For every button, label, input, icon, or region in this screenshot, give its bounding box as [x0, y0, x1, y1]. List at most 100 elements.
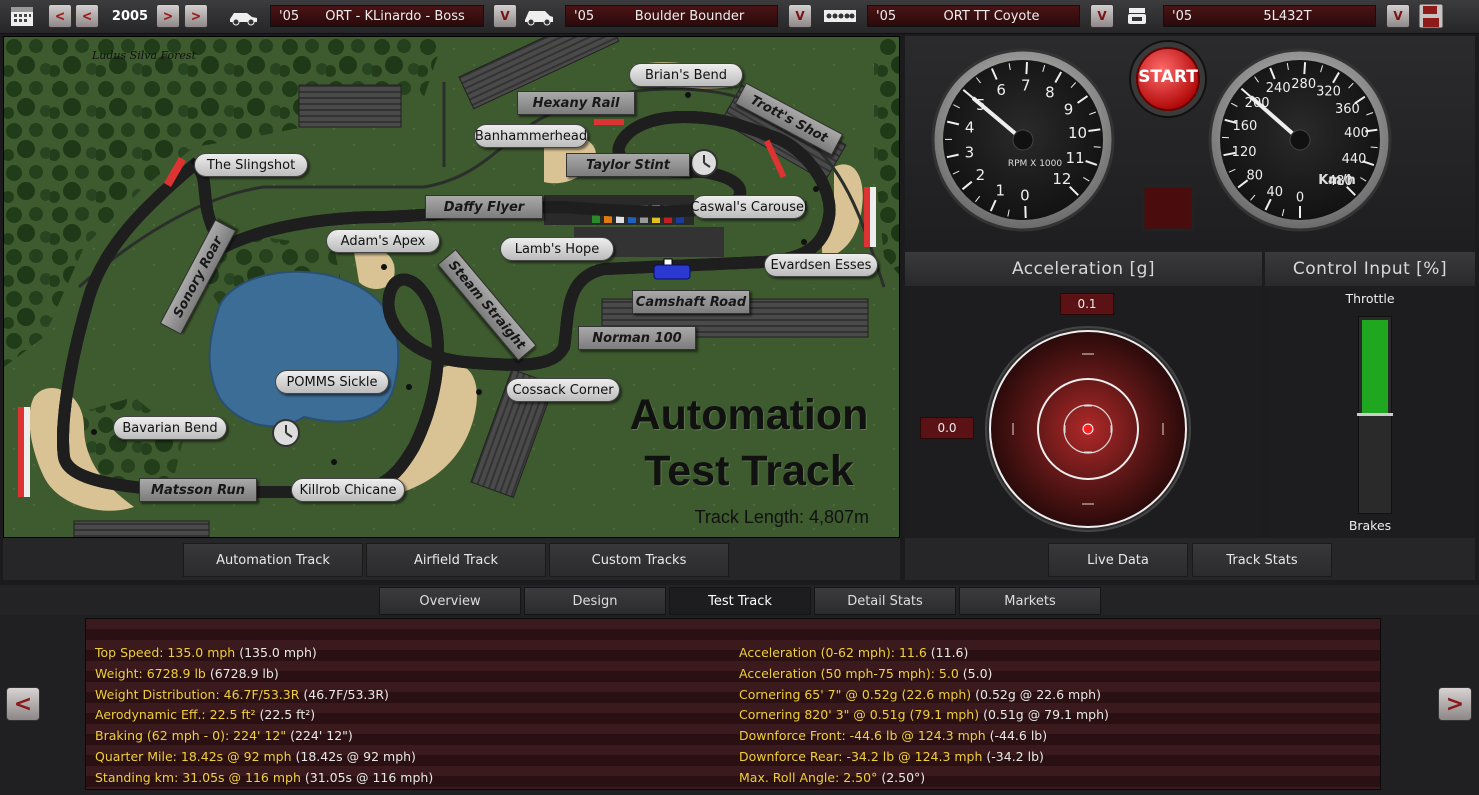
gauge-tick-mark [1365, 128, 1378, 133]
stat-previous-value: (31.05s @ 116 mph) [304, 769, 434, 785]
label-lambs-hope: Lamb's Hope [500, 237, 614, 261]
stat-row: Standing km: 31.05s @ 116 mph (31.05s @ … [95, 770, 433, 785]
tab-test-track[interactable]: Test Track [669, 587, 811, 615]
next-page-button[interactable]: > [1438, 687, 1472, 721]
gauge-tick-label: 160 [1232, 119, 1257, 134]
tab-markets[interactable]: Markets [959, 587, 1101, 615]
stat-previous-value: (6728.9 lb) [209, 665, 279, 681]
gauge-tick-mark [1085, 160, 1098, 166]
gauge-tick-label: 7 [1021, 76, 1031, 94]
label-bavarian-bend: Bavarian Bend [113, 416, 227, 440]
acceleration-panel: 0.1 0.0 [905, 286, 1262, 538]
stat-value: Braking (62 mph - 0): 224' 12" [95, 728, 287, 744]
stat-row: Acceleration (0-62 mph): 11.6 (11.6) [739, 645, 968, 660]
save-icon[interactable] [1416, 3, 1446, 29]
gauge-tick-mark [1083, 176, 1090, 182]
label-norman-100: Norman 100 [578, 326, 696, 350]
stat-value: Aerodynamic Eff.: 22.5 ft² [95, 707, 256, 723]
gauge-tick-mark [1370, 146, 1378, 149]
tab-design[interactable]: Design [524, 587, 666, 615]
start-button[interactable]: START [1138, 67, 1198, 87]
gauge-tick-mark [1228, 168, 1236, 173]
gauge-tick-label: 8 [1045, 83, 1055, 101]
rpm-unit-label: RPM X 1000 [1008, 159, 1063, 169]
gauge-tick-mark [1366, 112, 1374, 116]
stat-value: Acceleration (0-62 mph): 11.6 [739, 645, 927, 660]
engine-family-dropdown-button[interactable]: V [1090, 4, 1114, 28]
engine-family-year: '05 [876, 8, 897, 24]
gauge-tick-label: 440 [1342, 152, 1367, 167]
stats-area: < Top Speed: 135.0 mph (135.0 mph) Weight… [0, 615, 1479, 795]
gauge-tick-label: 0 [1296, 191, 1304, 206]
stat-previous-value: (-44.6 lb) [989, 728, 1048, 744]
gauge-tick-mark [946, 153, 959, 159]
gauge-tick-mark [1354, 95, 1366, 105]
gauge-tick-mark [1240, 87, 1252, 98]
tab-overview[interactable]: Overview [379, 587, 521, 615]
car-model-selector[interactable]: '05 ORT - KLinardo - Boss [270, 5, 484, 27]
stat-previous-value: (135.0 mph) [239, 645, 317, 660]
year-prev-button[interactable]: < [75, 4, 99, 28]
calendar-icon[interactable] [8, 5, 36, 27]
engine-variant-dropdown-button[interactable]: V [1386, 4, 1410, 28]
gauge-tick-mark [1042, 64, 1046, 72]
gauge-tick-mark [1320, 65, 1324, 73]
main-tabs: Overview Design Test Track Detail Stats … [0, 585, 1479, 615]
tab-custom-tracks[interactable]: Custom Tracks [549, 543, 729, 577]
gauge-tick-mark [1269, 67, 1276, 80]
gauge-tick-mark [1345, 185, 1356, 196]
stat-row: Weight: 6728.9 lb (6728.9 lb) [95, 666, 279, 681]
g-force-circle [985, 326, 1191, 532]
stat-row: Braking (62 mph - 0): 224' 12" (224' 12"… [95, 728, 353, 743]
gauge-tick-mark [1223, 151, 1236, 157]
year-value: 2005 [111, 8, 149, 24]
gauge-tick-mark [1089, 111, 1096, 115]
car-model-dropdown-button[interactable]: V [493, 4, 517, 28]
trim-selector[interactable]: '05 Boulder Bounder [565, 5, 778, 27]
gauge-tick-label: 40 [1267, 185, 1284, 200]
gauge-tick-mark [962, 89, 974, 99]
tab-live-data[interactable]: Live Data [1048, 543, 1188, 577]
gauge-tick-mark [990, 68, 998, 80]
speed-ticks: 04080120160200240280320360400440480 [1221, 62, 1378, 218]
gauge-tick-mark [1254, 76, 1260, 83]
speed-unit-label: Km/h [1318, 173, 1356, 188]
gauge-tick-mark [946, 120, 960, 126]
tab-automation-track[interactable]: Automation Track [183, 543, 363, 577]
stat-previous-value: (22.5 ft²) [259, 707, 316, 723]
label-camshaft-road: Camshaft Road [632, 290, 750, 314]
year-next-far-button[interactable]: > [184, 4, 208, 28]
label-banhammerhead: Banhammerhead [474, 124, 588, 148]
stat-value: Top Speed: 135.0 mph [95, 645, 236, 660]
gauge-tick-mark [961, 180, 973, 191]
stat-row: Downforce Front: -44.6 lb @ 124.3 mph (-… [739, 728, 1047, 743]
gauge-tick-mark [1008, 63, 1011, 71]
stat-row: Aerodynamic Eff.: 22.5 ft² (22.5 ft²) [95, 707, 315, 722]
engine-family-selector[interactable]: '05 ORT TT Coyote [867, 5, 1080, 27]
tab-track-stats[interactable]: Track Stats [1192, 543, 1332, 577]
tab-detail-stats[interactable]: Detail Stats [814, 587, 956, 615]
stat-previous-value: (5.0) [962, 665, 993, 681]
trim-dropdown-button[interactable]: V [788, 4, 812, 28]
gauge-tick-label: 6 [996, 81, 1006, 99]
gauge-tick-mark [952, 170, 960, 175]
gauge-tick-label: 360 [1335, 102, 1360, 117]
gauge-tick-mark [1281, 208, 1285, 217]
gauge-cluster: 0123456789101112 RPM X 1000 040801201602… [905, 36, 1475, 252]
gauge-tick-label: 10 [1068, 124, 1087, 142]
engine-icon [1122, 5, 1152, 27]
tab-airfield-track[interactable]: Airfield Track [366, 543, 546, 577]
gauge-tick-label: 320 [1316, 84, 1341, 99]
bar-center-line [1357, 413, 1393, 416]
prev-page-button[interactable]: < [6, 687, 40, 721]
gauge-tick-mark [976, 77, 981, 84]
gauge-tick-mark [975, 195, 981, 203]
label-pomms-sickle: POMMS Sickle [275, 370, 389, 394]
year-next-button[interactable]: > [156, 4, 180, 28]
year-prev-far-button[interactable]: < [48, 4, 72, 28]
gauge-tick-mark [1054, 71, 1063, 83]
engine-block-icon [822, 5, 858, 27]
engine-variant-selector[interactable]: '05 5L432T [1163, 5, 1376, 27]
stat-value: Weight: 6728.9 lb [95, 665, 206, 681]
stat-value: Max. Roll Angle: 2.50° [739, 769, 878, 785]
